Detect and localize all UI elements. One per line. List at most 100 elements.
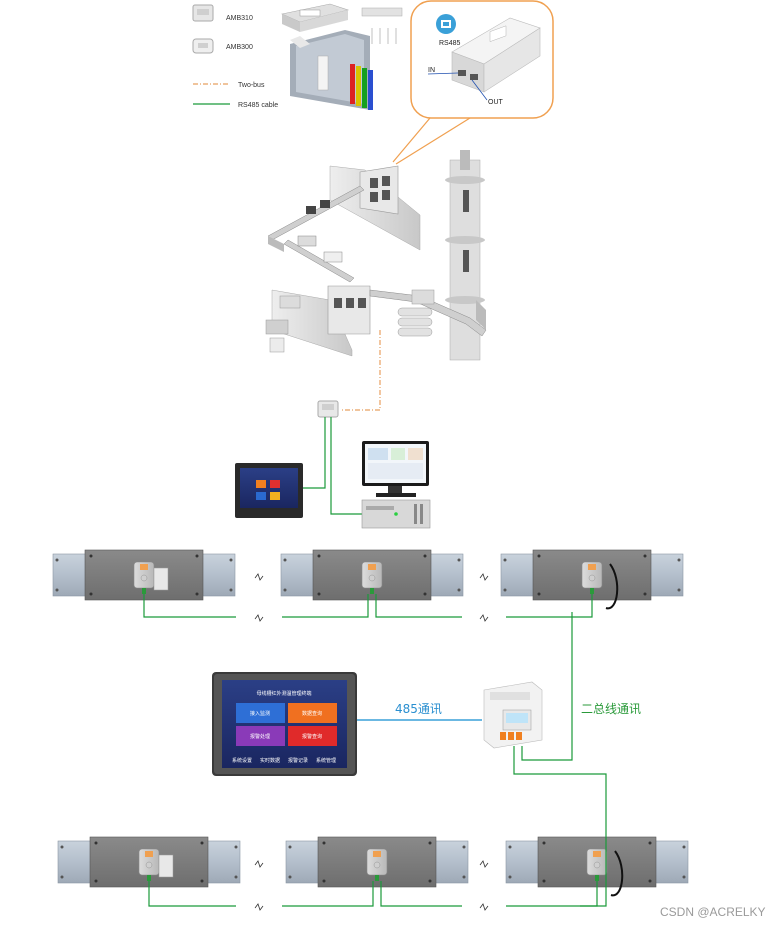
tile-access <box>236 703 285 723</box>
rs485-line-to-pc <box>330 417 362 515</box>
tile-data-label: 数据查询 <box>302 710 322 717</box>
footer-label-2: 实时数据 <box>260 757 280 764</box>
tile-alarm-query <box>288 726 337 746</box>
rail-bolt <box>60 845 64 849</box>
sensor-lens <box>140 574 148 582</box>
plate-bolt <box>322 841 326 845</box>
plate-bolt <box>89 554 93 558</box>
plate-bolt <box>423 592 427 596</box>
rail-bolt <box>457 588 461 592</box>
rail-bolt <box>503 588 507 592</box>
plate-bolt <box>542 841 546 845</box>
tile-alarm <box>236 726 285 746</box>
sensor-lens <box>368 574 376 582</box>
rs485-comm-label: 485通讯 <box>395 702 442 716</box>
plate-bolt <box>648 879 652 883</box>
rail-bolt <box>682 845 686 849</box>
rail-bolt <box>462 845 466 849</box>
sensor-indicator <box>588 564 596 570</box>
busway-row-lower <box>57 836 689 911</box>
sensor-indicator <box>145 851 153 857</box>
rail-bolt <box>229 588 233 592</box>
sensor-connector <box>590 588 594 594</box>
rail-bolt <box>462 875 466 879</box>
two-bus-comm-label: 二总线通讯 <box>581 702 641 716</box>
rail-bolt <box>503 558 507 562</box>
wire-break-mark <box>254 903 264 911</box>
plate-bolt <box>537 592 541 596</box>
callout-in-label: IN <box>428 67 435 74</box>
sensor-indicator <box>593 851 601 857</box>
sensor-cable <box>605 563 619 610</box>
amb-device-image <box>451 17 541 93</box>
rs485-daisy-chain <box>143 594 593 618</box>
plate-bolt <box>428 841 432 845</box>
rail-bolt <box>677 558 681 562</box>
busway-product-image <box>281 3 373 110</box>
tile-access-label: 接入监测 <box>250 710 270 717</box>
rail-bolt <box>508 845 512 849</box>
rail-bolt <box>288 845 292 849</box>
amb310-legend-icon <box>192 4 214 22</box>
sensor-connector <box>142 588 146 594</box>
rs485-port-icon <box>436 14 456 34</box>
busway-segment-1 <box>52 549 236 601</box>
sensor-connector <box>147 875 151 881</box>
plate-bolt <box>423 554 427 558</box>
amb300-legend-icon <box>192 38 214 54</box>
footer-label-4: 系统管理 <box>316 757 336 764</box>
busway-installation-illustration <box>265 150 487 361</box>
callout-pointer-left <box>392 117 431 163</box>
din-rail-icon <box>361 7 403 44</box>
sensor-indicator <box>373 851 381 857</box>
rail-bolt <box>677 588 681 592</box>
rail-bolt <box>283 558 287 562</box>
rs485-daisy-chain <box>148 881 598 907</box>
plate-bolt <box>542 879 546 883</box>
legend: AMB310 AMB300 Two-bus RS485 cable <box>192 4 278 109</box>
busway-row-upper <box>52 549 684 622</box>
sensor-lens <box>145 861 153 869</box>
rail-bolt <box>55 588 59 592</box>
footer-icons: 系统设置 实时数据 报警记录 系统管理 <box>232 757 336 764</box>
two-bus-line-to-lower-row <box>513 746 607 907</box>
plate-bolt <box>89 592 93 596</box>
sensor-bracket <box>158 854 174 878</box>
rail-bolt <box>55 558 59 562</box>
touchscreen-lower: 母线槽红外测温管理终端 接入监测 数据查询 报警处理 报警查询 系统设置 实时数… <box>212 672 357 776</box>
plate-bolt <box>94 841 98 845</box>
footer-label-3: 报警记录 <box>288 757 308 764</box>
two-bus-line-to-upper-row <box>521 612 573 761</box>
in-arrow <box>427 72 459 75</box>
plate-bolt <box>94 879 98 883</box>
sensor-indicator <box>140 564 148 570</box>
busway-segment-2 <box>285 836 469 888</box>
legend-two-bus-label: Two-bus <box>238 82 265 89</box>
sensor-bracket <box>153 567 169 591</box>
rail-bolt <box>229 558 233 562</box>
plate-bolt <box>643 592 647 596</box>
sensor-connector <box>595 875 599 881</box>
plate-bolt <box>648 841 652 845</box>
wire-break-mark <box>479 903 489 911</box>
sensor-connector <box>370 588 374 594</box>
plate-bolt <box>537 554 541 558</box>
legend-rs485-label: RS485 cable <box>238 102 278 109</box>
plate-bolt <box>195 554 199 558</box>
plate-bolt <box>317 554 321 558</box>
rail-bolt <box>457 558 461 562</box>
wire-break-mark <box>479 614 489 622</box>
monitoring-pc <box>361 441 431 529</box>
plate-bolt <box>322 879 326 883</box>
sensor-connector <box>375 875 379 881</box>
busway-segment-2 <box>280 549 464 601</box>
rail-bolt <box>682 875 686 879</box>
sensor-lens <box>593 861 601 869</box>
amb-collector-module-upper <box>317 400 339 418</box>
device-callout: RS485 IN OUT <box>392 0 554 165</box>
sensor-lens <box>373 861 381 869</box>
sensor-lens <box>588 574 596 582</box>
touchscreen-title: 母线槽红外测温管理终端 <box>256 690 311 697</box>
busway-segment-3 <box>505 836 689 897</box>
